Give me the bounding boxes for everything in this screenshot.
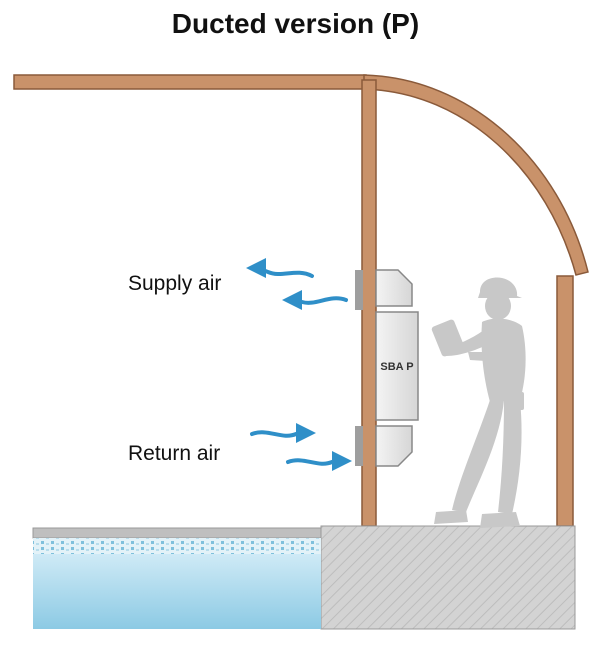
supply-air-arrows: [246, 258, 348, 311]
roof-beam: [13, 74, 367, 90]
return-arrow-bottom: [286, 451, 352, 472]
exterior-wall: [556, 275, 574, 527]
supply-duct: [375, 269, 413, 307]
return-air-arrows: [250, 423, 352, 472]
curved-roof: [363, 74, 589, 276]
pool: [32, 527, 322, 629]
return-grille: [355, 426, 363, 466]
return-air-label: Return air: [128, 442, 221, 465]
supply-arrow-top: [246, 258, 314, 279]
return-duct: [375, 425, 413, 467]
supply-air-label: Supply air: [128, 272, 222, 295]
unit-body: [375, 311, 419, 421]
floor-slab: [320, 525, 576, 630]
technician-icon: [431, 277, 526, 528]
diagram-title: Ducted version (P): [171, 8, 420, 39]
supply-arrow-bottom: [282, 290, 348, 311]
air-handling-unit: [355, 269, 419, 467]
supply-grille: [355, 270, 363, 310]
unit-label: SBA P: [380, 361, 413, 373]
return-arrow-top: [250, 423, 316, 444]
interior-wall: [361, 79, 377, 527]
